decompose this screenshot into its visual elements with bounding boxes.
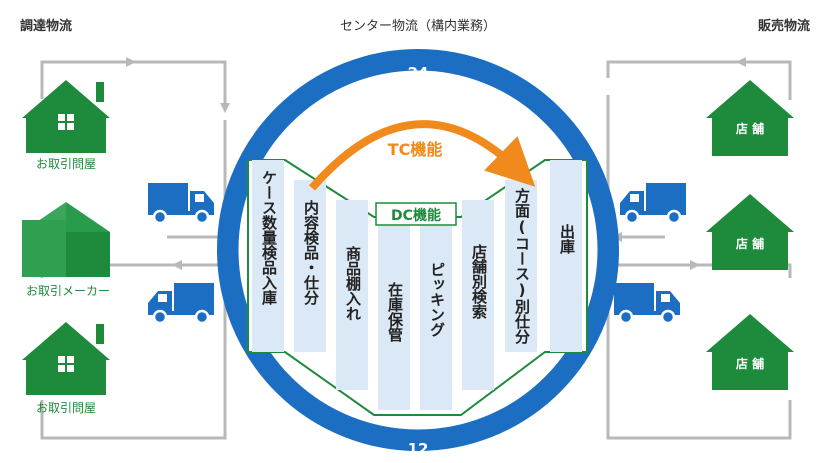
dc-label-box	[375, 202, 457, 226]
truck-icon-outbound-2	[614, 283, 680, 325]
truck-icon-inbound-1	[148, 183, 214, 225]
clock-24-label: 24	[408, 64, 429, 82]
process-columns	[252, 160, 582, 410]
supplier-label-2: お取引メーカー	[26, 284, 110, 298]
supplier-warehouse-icon-2	[22, 322, 110, 395]
step-label-2: 内容検品・仕分	[302, 200, 320, 305]
step-label-5: ピッキング	[428, 262, 446, 337]
supplier-factory-icon	[22, 202, 110, 277]
clock-ring	[217, 49, 619, 451]
procurement-header: 調達物流	[20, 18, 72, 34]
tc-label: TC機能	[388, 140, 443, 159]
tc-arrow	[308, 120, 536, 191]
center-header: センター物流（構内業務）	[340, 18, 496, 34]
store-house-icon-1: 店 舗	[706, 80, 794, 156]
store-label-3: 店 舗	[736, 356, 764, 371]
step-label-3: 商品棚入れ	[344, 246, 362, 321]
truck-icon-inbound-2	[148, 283, 214, 325]
step-label-8: 出庫	[558, 224, 576, 254]
store-house-icon-2: 店 舗	[706, 194, 794, 270]
step-label-6: 店舗別検索	[470, 244, 488, 319]
truck-icon-outbound-1	[620, 183, 686, 225]
step-label-4: 在庫保管	[386, 282, 404, 342]
clock-12-label: 12	[408, 440, 429, 458]
store-label-2: 店 舗	[736, 236, 764, 251]
procurement-flow-arrows	[126, 57, 230, 270]
step-label-1: ケース数量検品入庫	[260, 170, 278, 305]
supplier-label-1: お取引問屋	[36, 157, 96, 171]
supplier-label-3: お取引問屋	[36, 401, 96, 415]
store-house-icon-3: 店 舗	[706, 314, 794, 390]
dc-label: DC機能	[391, 207, 441, 224]
store-label-1: 店 舗	[736, 121, 764, 136]
sales-header: 販売物流	[758, 18, 810, 34]
process-area-outline	[247, 159, 588, 416]
supplier-warehouse-icon-1	[22, 80, 110, 153]
step-label-7: 方面(コース)別仕分	[513, 188, 531, 344]
